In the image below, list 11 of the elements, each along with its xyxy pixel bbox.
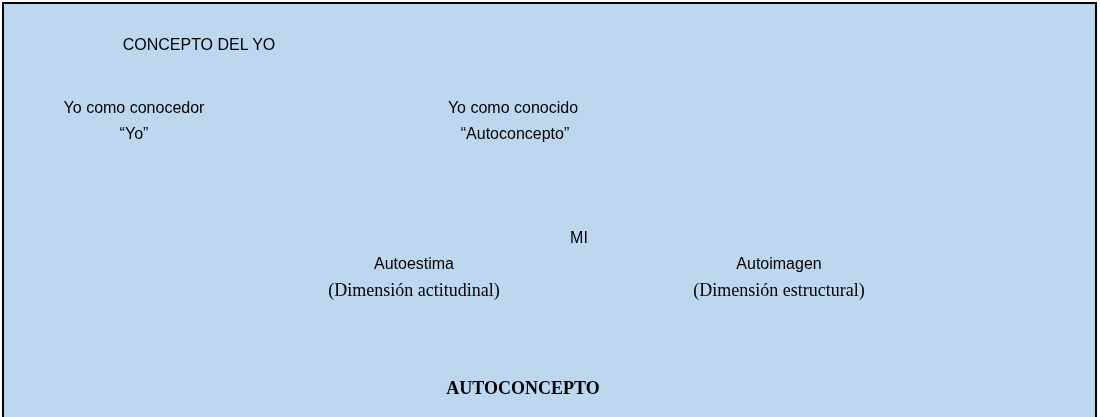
concept-label: (Dimensión estructural) [693, 279, 865, 301]
concept-label: (Dimensión actitudinal) [328, 279, 500, 301]
concept-label: Yo como conocido [447, 99, 579, 117]
concept-label: “Yo” [119, 125, 149, 143]
concept-label: Yo como conocedor [63, 99, 205, 117]
concept-label: “Autoconcepto” [460, 125, 570, 143]
concept-label: Autoimagen [736, 255, 822, 273]
concept-label: Autoestima [374, 255, 454, 273]
concept-label: MI [570, 229, 588, 247]
concept-label: AUTOCONCEPTO [446, 377, 600, 399]
panel-heading: CONCEPTO DEL YO [122, 36, 276, 54]
